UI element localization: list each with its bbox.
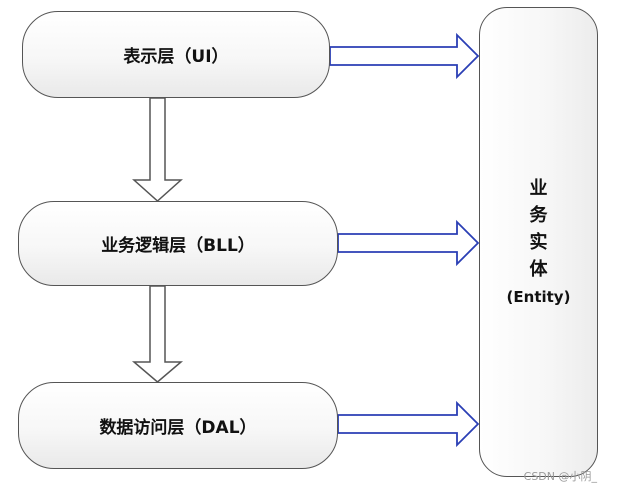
entity-char-4: 体 bbox=[529, 259, 548, 280]
right-arrow-ui-to-entity bbox=[329, 32, 480, 80]
business-entity-box: 业 务 实 体 (Entity) bbox=[479, 7, 598, 477]
right-arrow-bll-to-entity bbox=[337, 219, 480, 267]
entity-char-2: 务 bbox=[529, 205, 548, 226]
business-logic-layer-label: 业务逻辑层（BLL） bbox=[101, 236, 255, 256]
right-arrow-dal-to-entity bbox=[337, 400, 480, 448]
entity-english-label: (Entity) bbox=[506, 288, 571, 306]
data-access-layer-label: 数据访问层（DAL） bbox=[99, 418, 257, 438]
entity-char-1: 业 bbox=[529, 178, 548, 199]
presentation-layer-box: 表示层（UI） bbox=[22, 11, 330, 98]
entity-char-3: 实 bbox=[529, 232, 548, 253]
presentation-layer-label: 表示层（UI） bbox=[123, 47, 229, 67]
business-logic-layer-box: 业务逻辑层（BLL） bbox=[18, 201, 338, 286]
down-arrow-ui-to-bll bbox=[132, 97, 183, 203]
down-arrow-bll-to-dal bbox=[131, 285, 184, 383]
watermark: CSDN @小阴_ bbox=[523, 470, 597, 483]
data-access-layer-box: 数据访问层（DAL） bbox=[18, 382, 338, 469]
